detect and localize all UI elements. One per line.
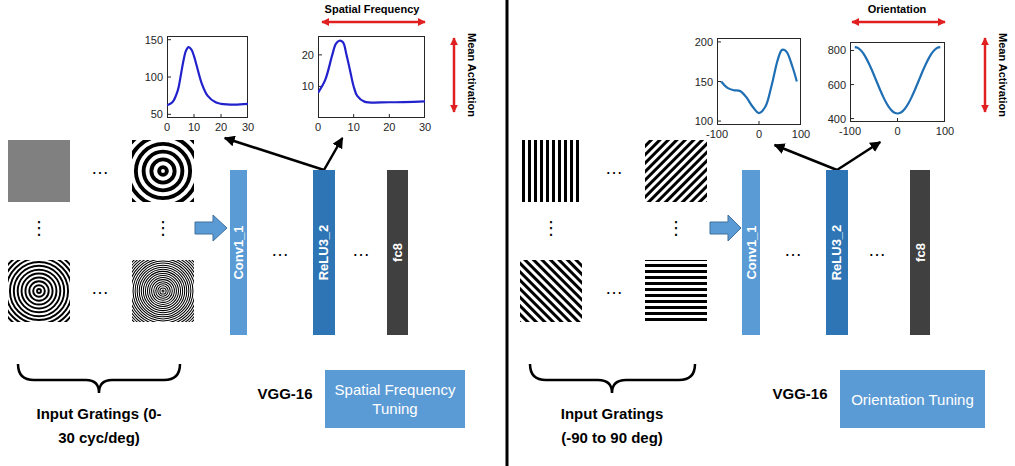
- ellipsis: …: [91, 279, 109, 297]
- divider-line: [506, 0, 509, 466]
- tick-label: 600: [828, 79, 846, 91]
- layer-box: fc8: [387, 170, 408, 335]
- box-label: fc8: [912, 243, 927, 262]
- ellipsis: …: [352, 241, 370, 259]
- tick-label: 0: [894, 125, 900, 137]
- tick-label: 10: [348, 121, 360, 133]
- layer-box: Conv1_1: [230, 170, 247, 335]
- tuning-curve: [850, 42, 945, 122]
- input-arrow: [195, 215, 227, 241]
- grating-image: [132, 260, 194, 322]
- axis-arrow: [984, 38, 987, 112]
- box-label: Conv1_1: [231, 225, 246, 279]
- ellipsis: …: [784, 241, 802, 259]
- ellipsis: ⋮: [30, 219, 48, 237]
- input-arrow: [710, 215, 741, 241]
- axis-arrow: [852, 21, 945, 24]
- tuning-curve: [167, 36, 248, 118]
- model-label: VGG-16: [257, 385, 312, 402]
- plot-axes: [167, 36, 248, 118]
- tuning-curve: [318, 36, 425, 118]
- tick-label: 20: [302, 49, 314, 61]
- grating-image: [520, 140, 582, 202]
- axis-label: Mean Activation: [466, 33, 478, 117]
- grating-image: [645, 140, 707, 202]
- axis-label: Spatial Frequency: [325, 3, 420, 15]
- tick-label: 800: [828, 44, 846, 56]
- tuning-arrow: [225, 138, 324, 170]
- tick-label: 50: [151, 108, 163, 120]
- ellipsis: …: [605, 279, 623, 297]
- tuning-plot: 200150100-1000100: [687, 32, 807, 145]
- plot-axes: [850, 42, 945, 122]
- axis-label: Orientation: [868, 3, 927, 15]
- grating-image: [8, 260, 70, 322]
- grating-image: [8, 140, 70, 202]
- tuning-plot: 20 10 0 10 20 30: [288, 30, 431, 138]
- layer-box: ReLU3_2: [826, 170, 848, 335]
- tick-label: -100: [706, 128, 728, 140]
- axis-arrow: [322, 21, 425, 24]
- tick-label: 400: [828, 113, 846, 125]
- tick-label: -100: [839, 125, 861, 137]
- curly-brace: [530, 364, 695, 393]
- tick-label: 30: [419, 121, 431, 133]
- tuning-curve: [717, 38, 801, 125]
- layer-box: ReLU3_2: [313, 170, 335, 335]
- tuning-box: Orientation Tuning: [840, 370, 985, 428]
- grating-image: [645, 260, 707, 322]
- box-label: ReLU3_2: [830, 225, 845, 281]
- input-label: Input Gratings (-90 to 90 deg): [546, 402, 678, 450]
- tick-label: 30: [242, 121, 254, 133]
- ellipsis: …: [91, 159, 109, 177]
- tick-label: 100: [695, 115, 713, 127]
- box-label: Orientation Tuning: [843, 386, 982, 413]
- tuning-plot: 800 600 400-100 0 100: [820, 36, 951, 142]
- tuning-box: Spatial Frequency Tuning: [325, 370, 465, 428]
- axis-arrow: [453, 38, 456, 112]
- tuning-arrow: [324, 138, 342, 170]
- tick-label: 100: [936, 125, 954, 137]
- tuning-plot: 150 100 500 10 20 30: [137, 30, 254, 138]
- ellipsis: ⋮: [542, 219, 560, 237]
- tick-label: 0: [315, 121, 321, 133]
- plot-axes: [717, 38, 801, 125]
- ellipsis: ⋮: [154, 219, 172, 237]
- box-label: Conv1_1: [744, 225, 759, 279]
- tick-label: 100: [792, 128, 810, 140]
- tick-label: 20: [383, 121, 395, 133]
- layer-box: Conv1_1: [742, 170, 760, 335]
- tick-label: 0: [756, 128, 762, 140]
- plot-axes: [318, 36, 425, 118]
- box-label: ReLU3_2: [317, 225, 332, 281]
- tuning-arrow: [837, 142, 880, 170]
- ellipsis: ⋮: [667, 219, 685, 237]
- tick-label: 150: [145, 34, 163, 46]
- input-label: Input Gratings (0-30 cyc/deg): [33, 402, 165, 450]
- tuning-arrow: [775, 145, 837, 170]
- tick-label: 20: [215, 121, 227, 133]
- curly-brace: [18, 364, 180, 393]
- tick-label: 10: [188, 121, 200, 133]
- tick-label: 100: [145, 71, 163, 83]
- tick-label: 150: [695, 76, 713, 88]
- grating-image: [132, 140, 194, 202]
- box-label: fc8: [390, 243, 405, 262]
- ellipsis: …: [605, 159, 623, 177]
- ellipsis: …: [271, 241, 289, 259]
- axis-label: Mean Activation: [997, 33, 1009, 117]
- model-label: VGG-16: [772, 385, 827, 402]
- tick-label: 200: [695, 36, 713, 48]
- ellipsis: …: [868, 241, 886, 259]
- box-label: Spatial Frequency Tuning: [325, 376, 465, 422]
- tick-label: 0: [164, 121, 170, 133]
- tick-label: 10: [302, 80, 314, 92]
- layer-box: fc8: [910, 170, 930, 335]
- grating-image: [520, 260, 582, 322]
